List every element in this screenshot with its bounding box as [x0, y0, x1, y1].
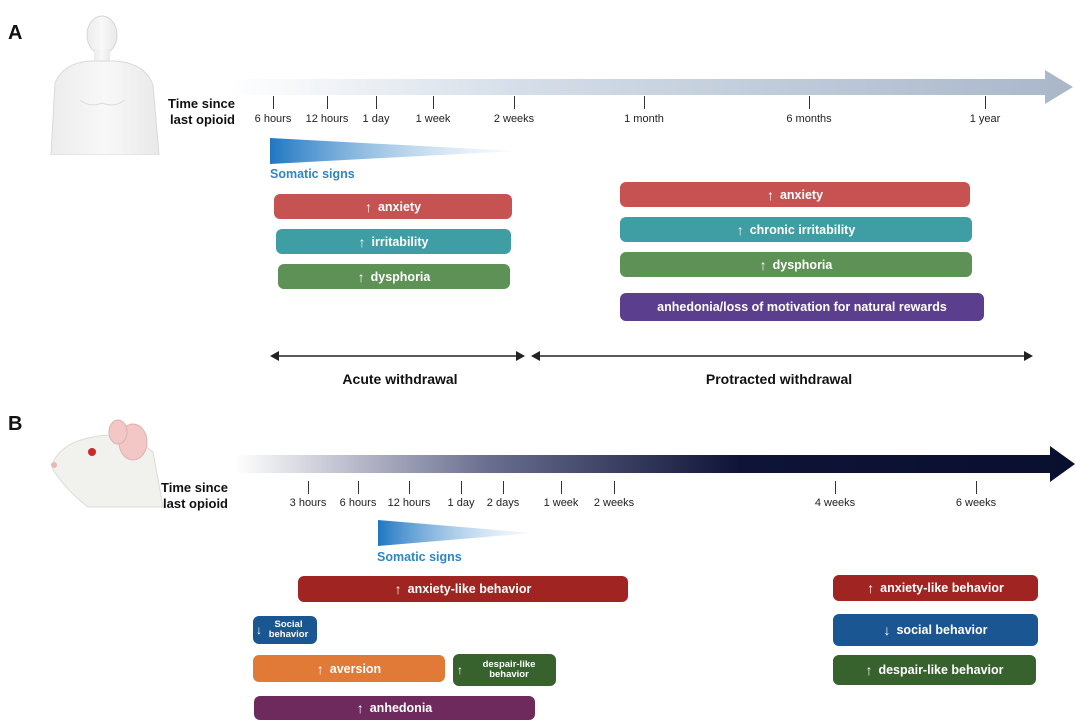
timeline-arrow-b	[235, 446, 1075, 482]
timeline-a-tick-mark	[376, 96, 377, 109]
somatic-signs-b: Somatic signs	[377, 550, 462, 564]
timeline-a-tick-mark	[644, 96, 645, 109]
protracted-bar-dysphoria: ↑dysphoria	[620, 252, 972, 277]
timeline-b-tick-label: 12 hours	[387, 497, 431, 509]
time-label-b: Time since last opioid	[161, 480, 228, 511]
somatic-wedge-a	[270, 138, 515, 164]
timeline-a-tick-label: 1 day	[362, 113, 390, 125]
timeline-b-tick-mark	[503, 481, 504, 494]
timeline-b-tick-mark	[835, 481, 836, 494]
acute-bar-anxiety: ↑anxiety	[274, 194, 512, 219]
timeline-b-tick-label: 3 hours	[289, 497, 327, 509]
timeline-a-tick-label: 6 months	[786, 113, 832, 125]
timeline-a-tick-mark	[809, 96, 810, 109]
panel-a-letter: A	[8, 22, 23, 44]
timeline-a-tick-label: 2 weeks	[493, 113, 535, 125]
bar-anxiety-like-late: ↑anxiety-like behavior	[833, 575, 1038, 601]
timeline-b-tick-label: 6 hours	[339, 497, 377, 509]
timeline-a-tick-mark	[327, 96, 328, 109]
timeline-b-tick-label: 2 days	[486, 497, 520, 509]
withdrawal-arrows	[270, 351, 1033, 361]
timeline-b-tick-mark	[358, 481, 359, 494]
bar-social-small: ↓Social behavior	[253, 616, 317, 644]
timeline-a-tick-mark	[514, 96, 515, 109]
timeline-a-tick-label: 1 month	[624, 113, 664, 125]
protracted-bar-anxiety: ↑anxiety	[620, 182, 970, 207]
bar-despair-small: ↑despair-like behavior	[453, 654, 556, 686]
timeline-arrow-a	[230, 70, 1073, 104]
bar-anhedonia: ↑anhedonia	[254, 696, 535, 720]
bar-social-late: ↓social behavior	[833, 614, 1038, 646]
timeline-b-tick-mark	[976, 481, 977, 494]
timeline-a-tick-label: 6 hours	[254, 113, 292, 125]
rat-head-icon	[51, 419, 164, 508]
timeline-b-tick-label: 1 day	[447, 497, 475, 509]
protracted-withdrawal-label: Protracted withdrawal	[705, 371, 853, 387]
timeline-a-tick-label: 1 year	[969, 113, 1001, 125]
timeline-b-tick-mark	[614, 481, 615, 494]
timeline-b-tick-label: 2 weeks	[593, 497, 635, 509]
timeline-b-tick-mark	[409, 481, 410, 494]
timeline-a-tick-label: 1 week	[415, 113, 451, 125]
panel-b-letter: B	[8, 413, 23, 435]
timeline-b-tick-label: 1 week	[543, 497, 579, 509]
timeline-b-tick-mark	[308, 481, 309, 494]
protracted-bar-irritability: ↑chronic irritability	[620, 217, 972, 242]
timeline-a-tick-mark	[273, 96, 274, 109]
timeline-b-tick-mark	[561, 481, 562, 494]
protracted-bar-anhedonia: anhedonia/loss of motivation for natural…	[620, 293, 984, 321]
timeline-b-tick-mark	[461, 481, 462, 494]
bar-despair-late: ↑despair-like behavior	[833, 655, 1036, 685]
timeline-b-tick-label: 6 weeks	[955, 497, 997, 509]
somatic-wedge-b	[378, 520, 533, 546]
timeline-a-tick-label: 12 hours	[305, 113, 349, 125]
somatic-signs-a: Somatic signs	[270, 167, 355, 181]
acute-withdrawal-label: Acute withdrawal	[342, 371, 458, 387]
bar-anxiety-like-acute: ↑anxiety-like behavior	[298, 576, 628, 602]
human-figure-icon	[50, 15, 160, 155]
time-label-a: Time since last opioid	[168, 96, 235, 127]
timeline-a-tick-mark	[985, 96, 986, 109]
acute-bar-irritability: ↑irritability	[276, 229, 511, 254]
timeline-b-tick-label: 4 weeks	[814, 497, 856, 509]
acute-bar-dysphoria: ↑dysphoria	[278, 264, 510, 289]
bar-aversion: ↑aversion	[253, 655, 445, 682]
timeline-a-tick-mark	[433, 96, 434, 109]
